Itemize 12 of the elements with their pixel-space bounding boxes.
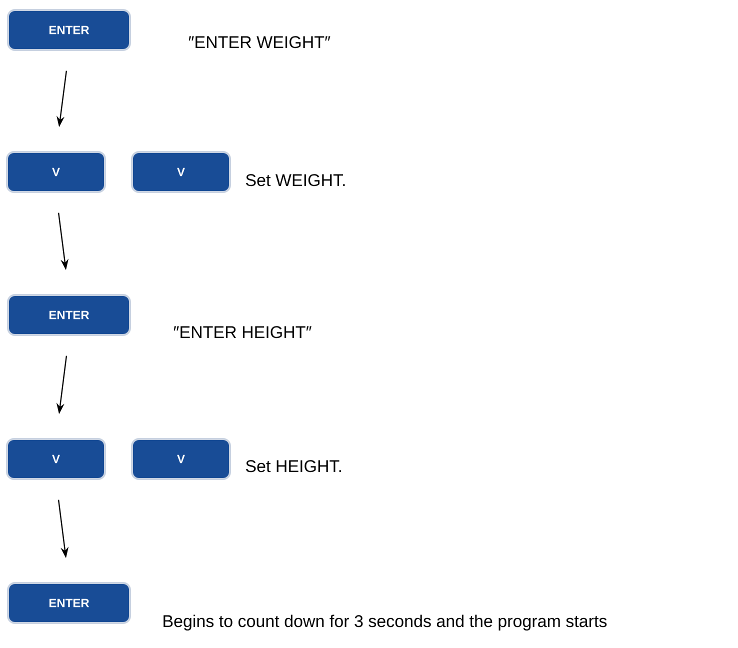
key-button: ENTER [7, 294, 131, 336]
key-button: ENTER [7, 9, 131, 51]
key-button: V [6, 438, 106, 480]
key-button: ENTER [7, 582, 131, 624]
instruction-text: ″ENTER WEIGHT″ [188, 36, 330, 48]
instruction-text: Set HEIGHT. [246, 460, 341, 472]
key-button: V [6, 151, 106, 193]
key-button: V [131, 151, 231, 193]
key-button: V [131, 438, 231, 480]
instruction-text: Begins to count down for 3 seconds and the program starts [164, 614, 607, 631]
instruction-text: Set WEIGHT. [246, 174, 345, 186]
instruction-text: ″ENTER HEIGHT″ [174, 326, 312, 338]
